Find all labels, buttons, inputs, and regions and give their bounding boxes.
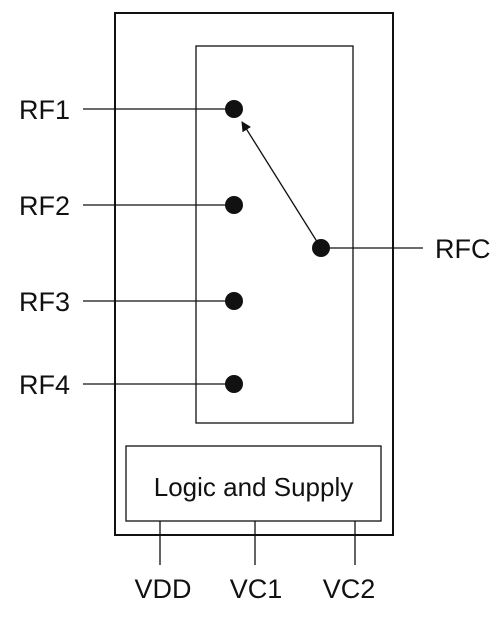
- rf1-node: [225, 100, 243, 118]
- rfc-label: RFC: [435, 234, 491, 264]
- rf4-label: RF4: [19, 370, 70, 400]
- rf1-label: RF1: [19, 95, 70, 125]
- logic-supply-label: Logic and Supply: [154, 472, 353, 502]
- vc2-pin: VC2: [323, 521, 376, 604]
- vc2-label: VC2: [323, 574, 376, 604]
- rf2-port: RF2: [19, 191, 243, 221]
- package-outline: [114, 12, 394, 536]
- vc1-label: VC1: [230, 574, 283, 604]
- vc1-pin: VC1: [230, 521, 283, 604]
- rf2-node: [225, 196, 243, 214]
- rf1-port: RF1: [19, 95, 243, 125]
- rf4-node: [225, 375, 243, 393]
- rf4-port: RF4: [19, 370, 243, 400]
- switch-arm-arrow: [241, 121, 322, 249]
- rf3-node: [225, 292, 243, 310]
- vdd-label: VDD: [134, 574, 191, 604]
- vdd-pin: VDD: [134, 521, 192, 604]
- rf3-label: RF3: [19, 287, 70, 317]
- rf3-port: RF3: [19, 287, 243, 317]
- switch-block: [195, 45, 354, 424]
- rfc-port: RFC: [312, 234, 491, 264]
- rf2-label: RF2: [19, 191, 70, 221]
- logic-supply-block: [125, 445, 382, 522]
